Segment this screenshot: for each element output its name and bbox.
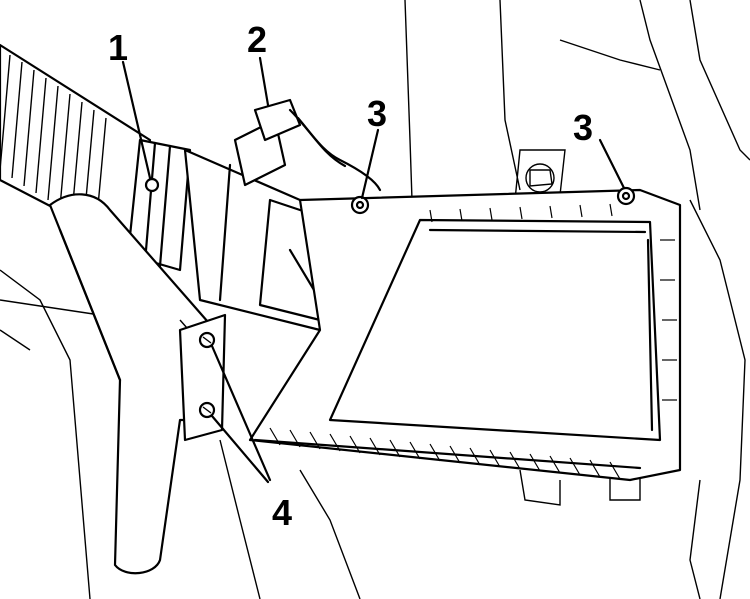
leader-1 — [121, 60, 152, 180]
screw-3-right — [616, 186, 636, 206]
leader-lines — [121, 56, 626, 484]
lower-air-duct — [48, 193, 227, 575]
callout-4: 4 — [272, 492, 292, 533]
screws — [198, 186, 636, 419]
hose-clamp — [126, 138, 192, 272]
leader-2 — [258, 56, 270, 107]
callout-1: 1 — [108, 27, 128, 68]
callout-2: 2 — [247, 19, 267, 60]
air-filter-housing — [248, 188, 682, 482]
callout-3-right: 3 — [573, 107, 593, 148]
leader-3-right — [598, 138, 626, 190]
leader-3-left — [360, 128, 380, 200]
leader-4-upper — [210, 344, 272, 482]
leader-4-lower — [210, 414, 270, 484]
callout-3-left: 3 — [367, 93, 387, 134]
screw-3-left — [350, 195, 370, 215]
electrical-connector — [233, 98, 382, 192]
